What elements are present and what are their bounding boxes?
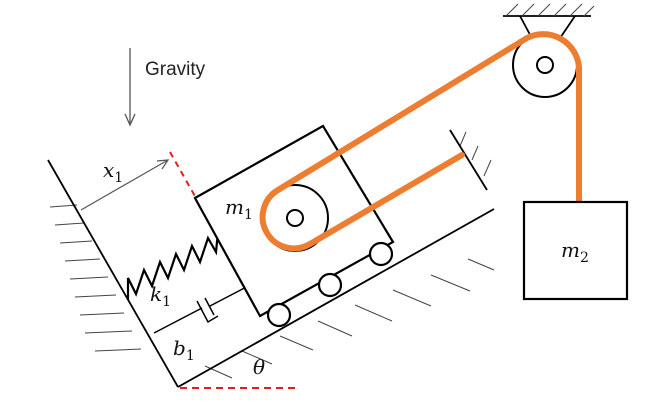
incline-hatching [204, 258, 495, 379]
pulley-on-m1-axle [286, 209, 304, 227]
label-m1: m1 [225, 195, 253, 223]
wheel-1 [266, 302, 292, 328]
gravity-arrowhead [124, 113, 136, 127]
cable [259, 31, 582, 252]
wheel-2 [317, 272, 343, 298]
displacement-reference-line [169, 151, 197, 199]
wheel-3 [368, 241, 394, 267]
gravity-indicator: Gravity [124, 48, 206, 127]
label-theta: θ [253, 355, 265, 379]
label-k1: k1 [150, 282, 171, 310]
x1-arrow [80, 159, 169, 211]
wall-surface [47, 159, 179, 388]
label-x1: x1 [103, 158, 123, 186]
fixed-pulley-axle [536, 56, 554, 74]
spring-k1 [126, 231, 220, 300]
block-m2 [522, 200, 629, 301]
anchor-wall [449, 129, 492, 191]
label-m2: m2 [561, 238, 589, 266]
x1-arrowhead [156, 159, 170, 170]
label-b1: b1 [173, 336, 195, 364]
wall-hatching [49, 204, 142, 352]
gravity-label: Gravity [145, 59, 206, 80]
incline-surface [177, 208, 495, 388]
